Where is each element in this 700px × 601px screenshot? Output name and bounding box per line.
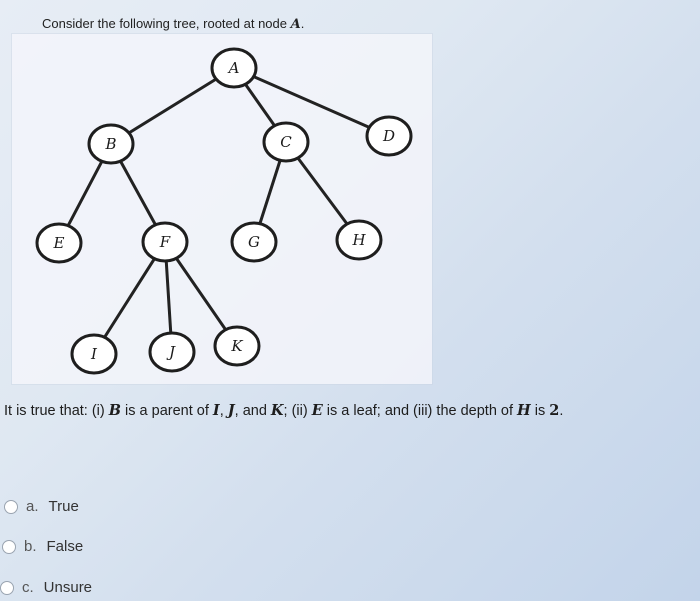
radio-icon[interactable] — [2, 539, 16, 554]
tree-node-d: D — [365, 115, 413, 157]
intro-root-node: A — [290, 17, 301, 32]
tree-node-label: A — [227, 59, 240, 77]
tree-edge-f-j — [164, 260, 173, 334]
option-letter: b. — [24, 538, 37, 555]
tree-node-label: J — [166, 343, 176, 361]
statement-text: is a leaf; and (iii) the depth of — [322, 403, 518, 419]
tree-node-label: I — [90, 345, 98, 363]
tree-node-label: F — [159, 233, 171, 251]
tree-node-g: G — [230, 221, 278, 263]
tree-node-circle — [210, 47, 258, 89]
tree-edge-a-b — [126, 77, 219, 135]
tree-node-j: J — [148, 331, 196, 373]
tree-node-circle — [35, 222, 83, 264]
tree-node-circle — [335, 219, 383, 261]
tree-node-label: D — [382, 127, 395, 145]
tree-edge-f-k — [174, 256, 228, 332]
tree-node-circle — [70, 333, 118, 375]
radio-icon[interactable] — [4, 499, 18, 514]
tree-node-h: H — [335, 219, 383, 261]
radio-icon[interactable] — [0, 580, 14, 595]
tree-node-b: B — [87, 123, 135, 165]
statement-text: . — [559, 403, 564, 419]
intro-suffix: . — [300, 16, 305, 31]
tree-node-circle — [213, 325, 261, 367]
tree-node-label: K — [230, 337, 243, 355]
tree-node-f: F — [141, 221, 189, 263]
tree-edge-b-e — [66, 160, 104, 227]
statement-var-b: B — [108, 402, 122, 419]
question-intro: Consider the following tree, rooted at n… — [42, 16, 304, 32]
tree-node-label: E — [53, 234, 65, 252]
tree-node-label: C — [280, 133, 292, 151]
tree-node-k: K — [213, 325, 261, 367]
tree-node-a: A — [210, 47, 258, 89]
statement-text: It is true that: (i) — [4, 403, 109, 419]
statement-number: 2 — [549, 402, 560, 419]
tree-node-circle — [365, 115, 413, 157]
tree-svg: A B C D E F G H I J K — [35, 47, 413, 375]
option-label: False — [46, 538, 84, 555]
tree-node-i: I — [70, 333, 118, 375]
statement-text: ; (ii) — [283, 403, 312, 419]
tree-node-e: E — [35, 222, 83, 264]
option-label: Unsure — [43, 579, 93, 596]
tree-node-label: G — [248, 233, 260, 251]
intro-prefix: Consider the following tree, rooted at n… — [42, 16, 291, 31]
tree-edge-c-h — [296, 156, 349, 226]
tree-edge-a-c — [244, 82, 276, 128]
tree-node-circle — [230, 221, 278, 263]
tree-node-circle — [87, 123, 135, 165]
statement-var-i: I — [212, 402, 220, 419]
question-statement: It is true that: (i) B is a parent of I,… — [4, 402, 563, 419]
option-a-true[interactable]: a. True — [4, 498, 79, 515]
tree-node-circle — [262, 121, 310, 163]
statement-var-e: E — [311, 402, 323, 419]
statement-text: , — [219, 403, 228, 419]
tree-edge-b-f — [119, 160, 157, 226]
statement-text: , and — [234, 403, 271, 419]
tree-diagram: A B C D E F G H I J K — [12, 34, 432, 384]
option-letter: c. — [22, 579, 34, 596]
statement-text: is — [530, 403, 550, 419]
tree-node-label: B — [104, 135, 116, 153]
option-label: True — [48, 498, 79, 515]
option-c-unsure[interactable]: c. Unsure — [0, 579, 92, 596]
tree-node-circle — [148, 331, 196, 373]
tree-edge-f-i — [103, 257, 156, 339]
tree-node-label: H — [351, 231, 366, 249]
statement-text: is a parent of — [121, 403, 213, 419]
statement-var-k: K — [270, 402, 284, 419]
tree-edge-a-d — [250, 74, 373, 130]
option-b-false[interactable]: b. False — [2, 538, 83, 555]
tree-node-c: C — [262, 121, 310, 163]
tree-node-circle — [141, 221, 189, 263]
statement-var-h: H — [517, 402, 531, 419]
option-letter: a. — [26, 498, 39, 515]
statement-var-j: J — [227, 402, 235, 419]
tree-edge-c-g — [258, 159, 282, 225]
